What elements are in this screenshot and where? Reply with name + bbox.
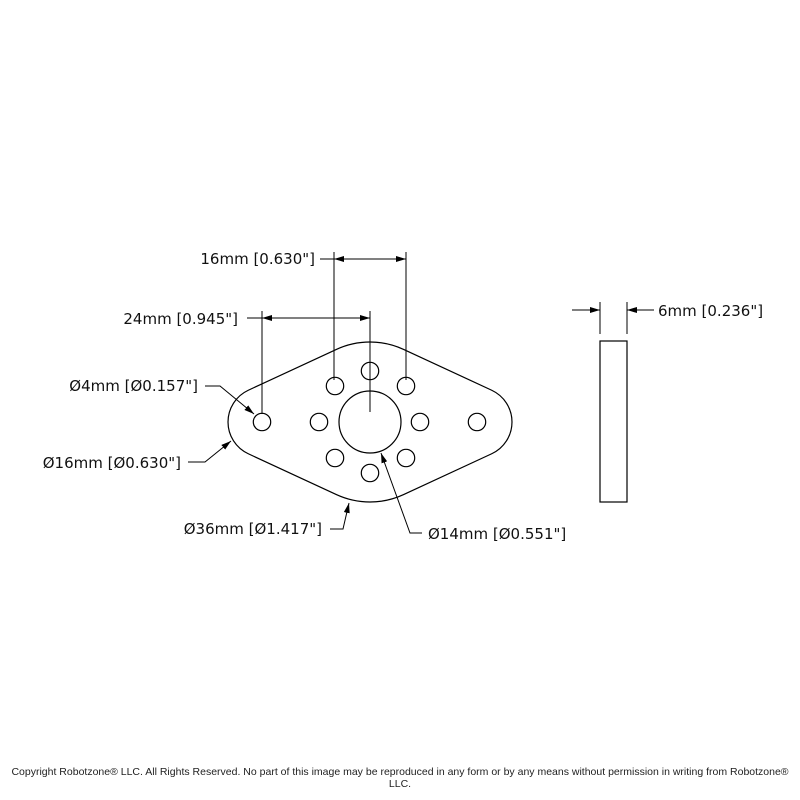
dimension-label: Ø4mm [Ø0.157"] — [69, 377, 198, 395]
dimension-label: Ø16mm [Ø0.630"] — [43, 454, 181, 472]
copyright-notice: Copyright Robotzone® LLC. All Rights Res… — [11, 766, 789, 790]
dimension-label: 16mm [0.630"] — [200, 250, 315, 268]
dimension-body: Ø36mm [Ø1.417"] — [184, 502, 350, 538]
side-view — [599, 340, 628, 503]
dimension-lobe: Ø16mm [Ø0.630"] — [43, 440, 232, 472]
mounting-hole — [360, 463, 380, 483]
dimension-small-hole: Ø4mm [Ø0.157"] — [69, 377, 255, 415]
dimension-center-hole: Ø14mm [Ø0.551"] — [380, 452, 566, 543]
dimension-label: Ø14mm [Ø0.551"] — [428, 525, 566, 543]
mounting-hole — [325, 448, 345, 468]
dimension-label: 6mm [0.236"] — [658, 302, 763, 320]
mounting-hole — [325, 376, 345, 396]
mounting-hole — [396, 448, 416, 468]
dimension-16mm: 16mm [0.630"] — [200, 250, 407, 380]
mounting-hole — [467, 412, 487, 432]
mounting-hole — [410, 412, 430, 432]
mounting-hole — [252, 412, 272, 432]
dimension-label: 24mm [0.945"] — [123, 310, 238, 328]
dimension-24mm: 24mm [0.945"] — [123, 310, 371, 414]
mounting-hole — [309, 412, 329, 432]
dimension-label: Ø36mm [Ø1.417"] — [184, 520, 322, 538]
dimension-thickness: 6mm [0.236"] — [572, 302, 763, 334]
